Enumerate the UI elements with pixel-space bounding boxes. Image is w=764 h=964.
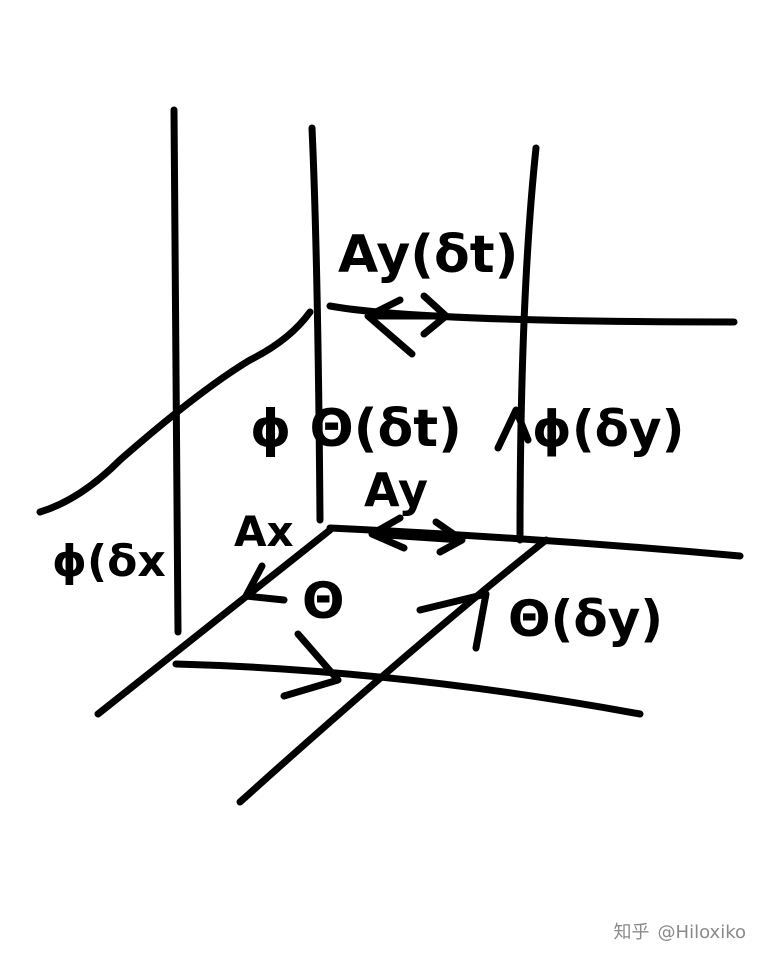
horizontal-line-upper <box>326 302 738 326</box>
diagonal-line-front <box>94 526 334 718</box>
label-phi-theta-dt: ϕ Θ(δt) <box>250 399 462 459</box>
watermark-site: 知乎 <box>613 922 650 943</box>
horizontal-line-lower <box>326 524 744 560</box>
label-phi-dy: ϕ(δy) <box>532 400 684 458</box>
label-ay-dt: Ay(δt) <box>338 225 518 285</box>
label-phi-dx: ϕ(δx <box>52 536 166 587</box>
horizontal-line-bottom <box>172 660 644 718</box>
vertical-line-left <box>170 106 182 636</box>
diagonal-curve-left <box>36 308 314 516</box>
watermark: 知乎 @Hiloxiko <box>614 918 746 944</box>
label-ay: Ay <box>364 463 428 517</box>
vertical-line-middle <box>308 124 324 524</box>
label-ax: Ax <box>234 507 294 556</box>
vertical-line-right <box>516 144 540 544</box>
arrow-ax <box>242 562 288 604</box>
arrow-theta-dy <box>416 590 490 652</box>
arrow-ay <box>368 514 466 556</box>
arrow-phi-dy <box>494 406 532 452</box>
arrow-theta-x <box>280 630 342 700</box>
label-theta: Θ <box>302 572 345 630</box>
arrow-ay-dt <box>364 292 450 358</box>
diagonal-line-back <box>236 536 550 806</box>
watermark-handle: @Hiloxiko <box>657 922 746 943</box>
label-theta-dy: Θ(δy) <box>508 590 663 648</box>
